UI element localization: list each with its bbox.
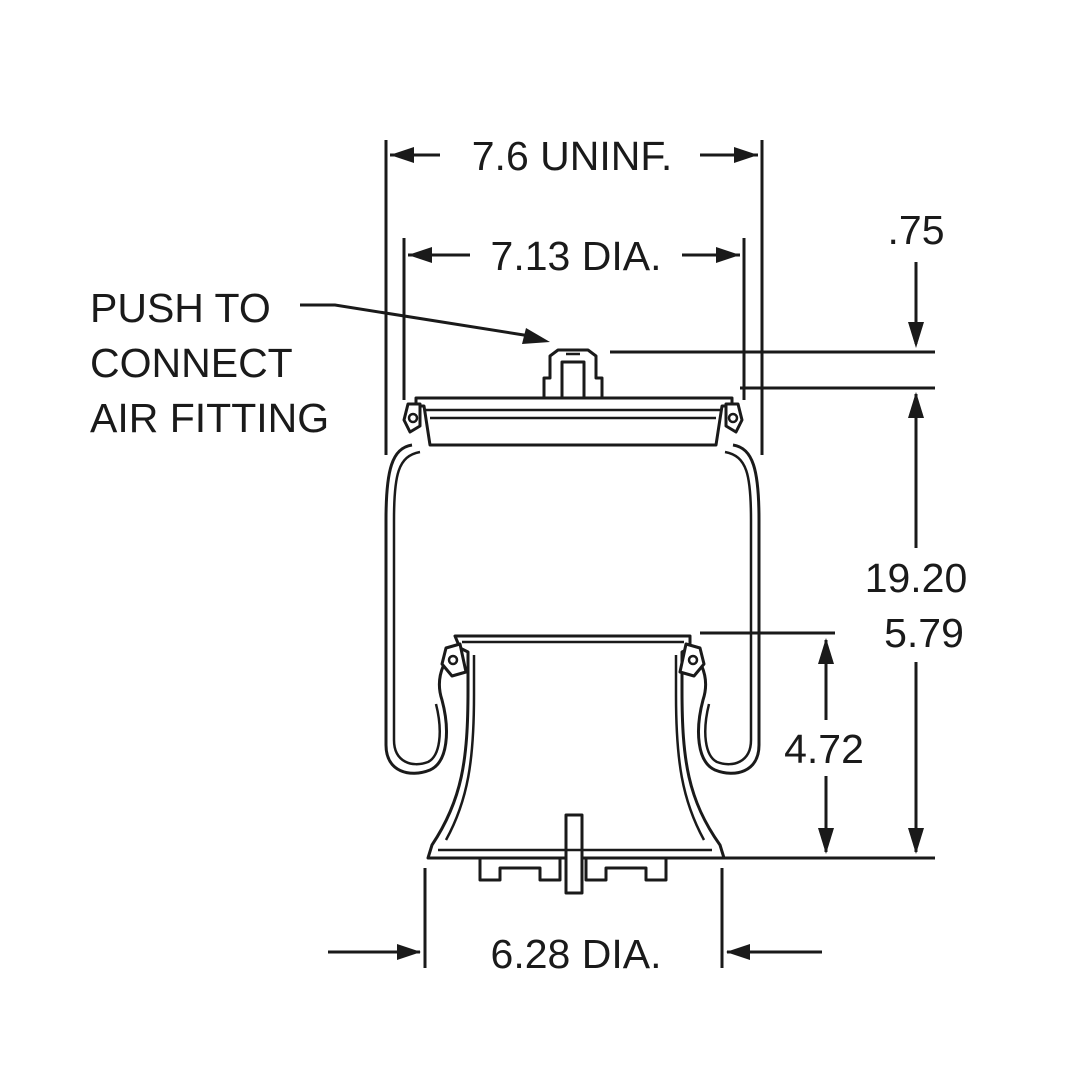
label-max-height: 19.20 bbox=[865, 555, 968, 601]
label-min-height: 5.79 bbox=[884, 610, 964, 656]
top-bead-plate bbox=[402, 396, 744, 447]
label-top-plate-dia: 7.13 DIA. bbox=[491, 233, 662, 279]
dimension-fitting-height: .75 bbox=[888, 207, 945, 348]
label-uninflated-width: 7.6 UNINF. bbox=[472, 133, 673, 179]
dimension-piston-height: 4.72 bbox=[784, 638, 864, 854]
bellows-inner bbox=[392, 450, 753, 766]
label-fitting-line3: AIR FITTING bbox=[90, 395, 329, 441]
dimension-uninflated-width: 7.6 UNINF. bbox=[390, 133, 758, 179]
label-piston-height: 4.72 bbox=[784, 726, 864, 772]
label-fitting-line2: CONNECT bbox=[90, 340, 293, 386]
extension-lines bbox=[384, 140, 935, 968]
label-piston-dia: 6.28 DIA. bbox=[491, 931, 662, 977]
piston bbox=[426, 634, 726, 895]
callout-leader bbox=[300, 303, 531, 338]
label-fitting-line1: PUSH TO bbox=[90, 285, 271, 331]
label-fitting-height: .75 bbox=[888, 207, 945, 253]
callout-air-fitting: PUSH TO CONNECT AIR FITTING bbox=[90, 285, 550, 441]
bellows-outline bbox=[384, 443, 761, 775]
dimension-overall-height: 19.20 5.79 bbox=[865, 392, 968, 854]
dimension-top-plate-dia: 7.13 DIA. bbox=[408, 233, 740, 279]
air-fitting bbox=[542, 348, 604, 400]
dimension-piston-dia: 6.28 DIA. bbox=[328, 931, 822, 977]
